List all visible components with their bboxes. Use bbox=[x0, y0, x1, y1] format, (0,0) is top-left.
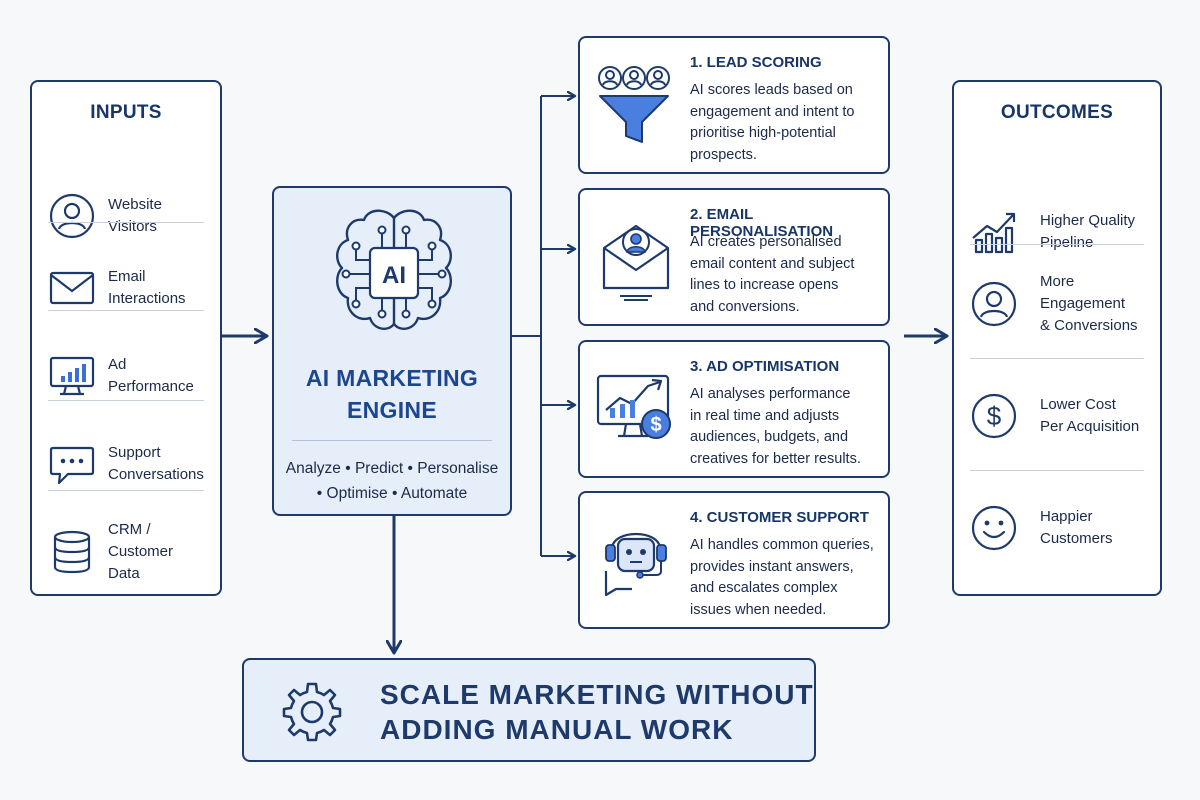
funnel-people-icon bbox=[598, 66, 670, 143]
divider bbox=[970, 244, 1144, 245]
ai-engine-panel: AI AI MARKETING ENGINE Analyze • Predict… bbox=[272, 186, 512, 516]
scale-marketing-banner: SCALE MARKETING WITHOUT ADDING MANUAL WO… bbox=[242, 658, 816, 762]
step-customer-support: 4. CUSTOMER SUPPORT AI handles common qu… bbox=[578, 491, 890, 629]
outcome-label: Lower Cost Per Acquisition bbox=[1040, 396, 1140, 435]
divider bbox=[970, 358, 1144, 359]
step-ad-optimisation: $ 3. AD OPTIMISATION AI analyses perform… bbox=[578, 340, 890, 478]
divider bbox=[48, 400, 204, 401]
divider bbox=[48, 222, 204, 223]
engine-capabilities: Analyze • Predict • Personalise • Optimi… bbox=[285, 460, 499, 502]
step-title: 3. AD OPTIMISATION bbox=[690, 358, 840, 375]
outcome-label: Happier Customers bbox=[1040, 508, 1113, 547]
database-icon bbox=[53, 530, 91, 574]
divider bbox=[48, 310, 204, 311]
input-item-ad-performance: Ad Performance bbox=[44, 333, 206, 419]
input-label: Email Interactions bbox=[108, 268, 186, 307]
step-title: 2. EMAIL PERSONALISATION bbox=[690, 206, 834, 240]
divider bbox=[48, 490, 204, 491]
dollar-icon: $ bbox=[971, 393, 1017, 439]
growth-chart-icon bbox=[972, 212, 1016, 254]
gear-icon bbox=[282, 682, 342, 742]
step-title: 1. LEAD SCORING bbox=[690, 54, 822, 71]
svg-text:$: $ bbox=[650, 414, 661, 436]
brain-circuit-icon: AI bbox=[336, 209, 452, 330]
monitor-dollar-icon: $ bbox=[596, 374, 671, 439]
svg-text:$: $ bbox=[987, 401, 1002, 431]
chat-bubble-icon bbox=[49, 446, 95, 485]
input-item-support-conversations: Support Conversations bbox=[44, 421, 206, 507]
step-description: AI creates personalised email content an… bbox=[690, 234, 855, 315]
outcomes-panel: OUTCOMES Higher Quality Pipeline More En… bbox=[952, 80, 1162, 596]
step-title: 4. CUSTOMER SUPPORT bbox=[690, 509, 869, 526]
banner-text: SCALE MARKETING WITHOUT ADDING MANUAL WO… bbox=[380, 679, 814, 745]
step-description: AI analyses performance in real time and… bbox=[690, 386, 861, 467]
input-item-crm-customer-data: CRM / Customer Data bbox=[44, 509, 206, 595]
input-label: Ad Performance bbox=[108, 356, 194, 395]
divider bbox=[970, 470, 1144, 471]
person-icon bbox=[971, 281, 1017, 327]
engine-title: AI MARKETING ENGINE bbox=[305, 365, 479, 423]
outcome-item-engagement: More Engagement & Conversions bbox=[966, 264, 1146, 344]
input-label: Support Conversations bbox=[108, 444, 204, 483]
outcomes-title: OUTCOMES bbox=[1000, 102, 1114, 123]
envelope-icon bbox=[49, 271, 95, 305]
outcome-label: More Engagement & Conversions bbox=[1040, 273, 1138, 334]
envelope-person-icon bbox=[602, 224, 670, 301]
inputs-panel: INPUTS Website Visitors Email Interactio… bbox=[30, 80, 222, 596]
outcome-label: Higher Quality Pipeline bbox=[1040, 212, 1136, 251]
person-icon bbox=[49, 193, 95, 239]
outcome-item-pipeline: Higher Quality Pipeline bbox=[966, 192, 1146, 272]
step-lead-scoring: 1. LEAD SCORING AI scores leads based on… bbox=[578, 36, 890, 174]
robot-headset-icon bbox=[604, 532, 667, 597]
input-label: Website Visitors bbox=[108, 196, 162, 235]
engine-divider bbox=[292, 440, 492, 441]
input-label: CRM / Customer Data bbox=[108, 521, 174, 582]
outcome-item-cost: $ Lower Cost Per Acquisition bbox=[966, 376, 1146, 456]
outcome-item-happier-customers: Happier Customers bbox=[966, 488, 1146, 568]
input-item-email-interactions: Email Interactions bbox=[44, 245, 206, 331]
step-email-personalisation: 2. EMAIL PERSONALISATION AI creates pers… bbox=[578, 188, 890, 326]
ai-badge-text: AI bbox=[382, 262, 406, 289]
step-description: AI scores leads based on engagement and … bbox=[690, 82, 855, 163]
step-description: AI handles common queries, provides inst… bbox=[690, 537, 874, 618]
monitor-chart-icon bbox=[49, 356, 95, 396]
inputs-title: INPUTS bbox=[90, 102, 162, 123]
smiley-icon bbox=[971, 505, 1017, 551]
